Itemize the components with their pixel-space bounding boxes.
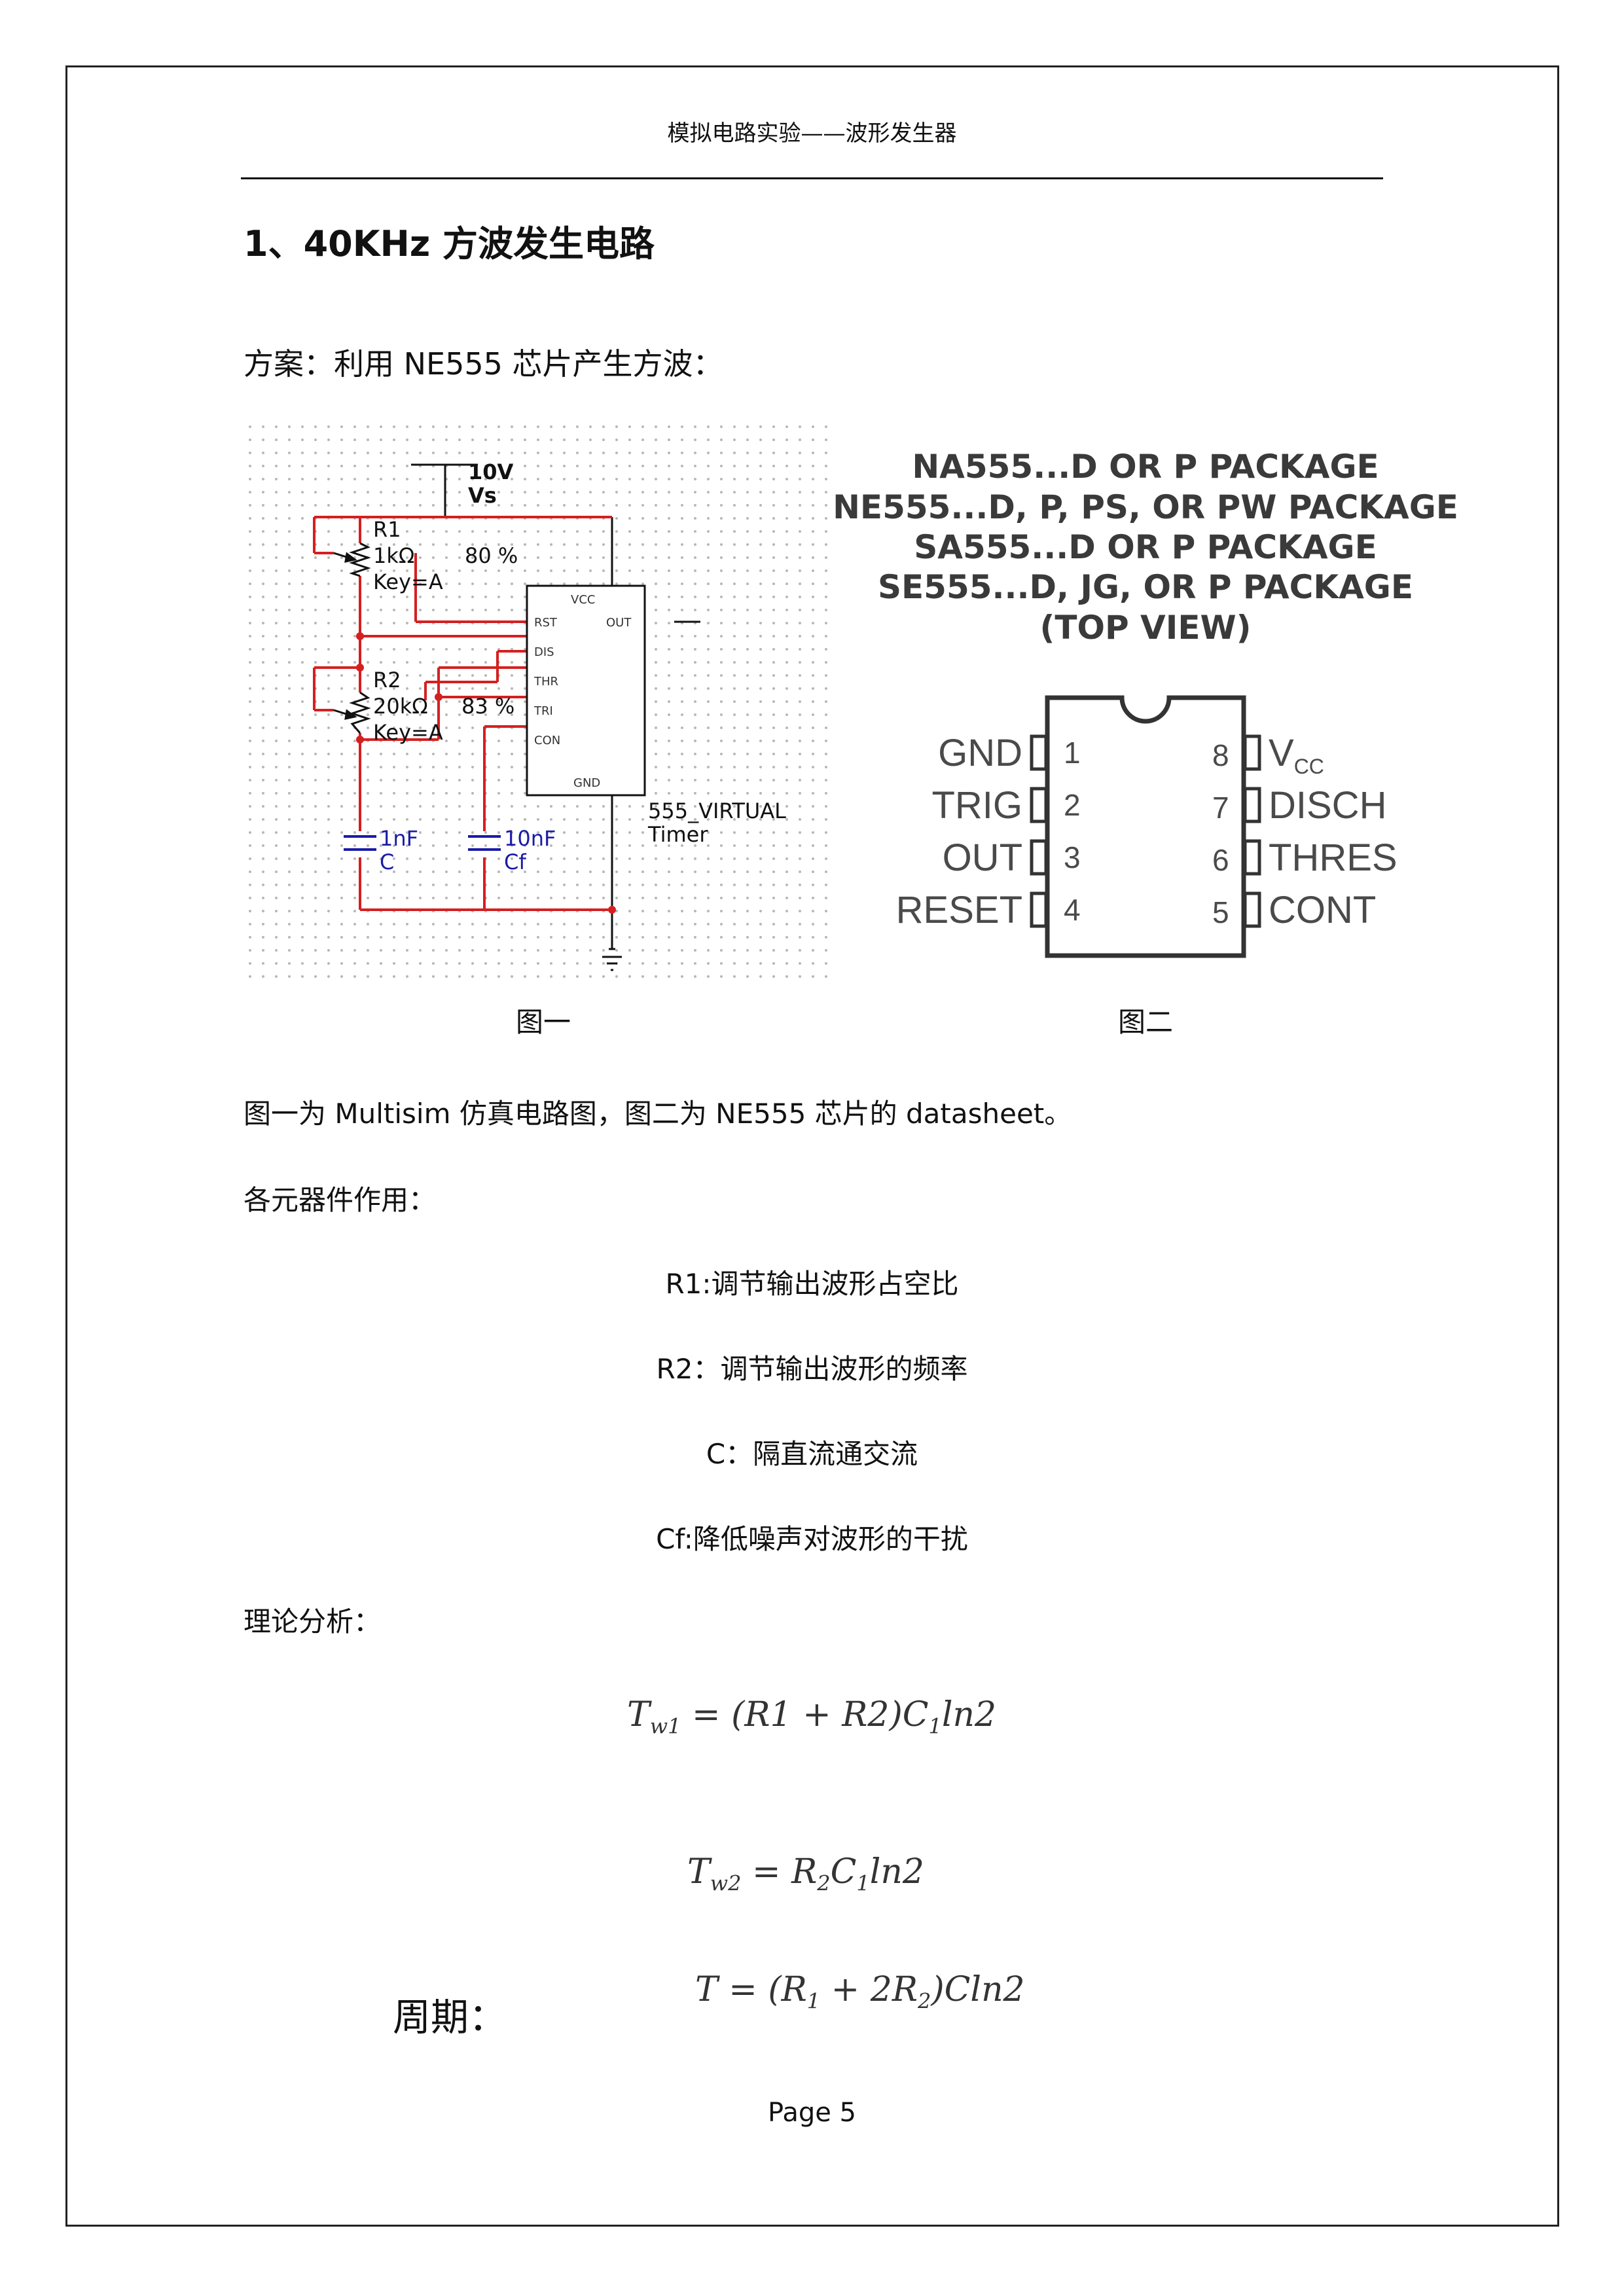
c-name: C [380, 850, 394, 874]
r2-key: Key=A [373, 720, 443, 745]
package-line: NA555...D OR P PACKAGE [912, 448, 1379, 486]
pin-con: CON [534, 734, 560, 747]
analysis-heading: 理论分析： [244, 1605, 382, 1638]
pin-name-thres: THRES [1269, 836, 1398, 879]
timer-type: Timer [647, 822, 708, 847]
pin-num-1: 1 [1064, 736, 1081, 770]
capacitors [344, 835, 501, 851]
package-line: (TOP VIEW) [1040, 609, 1252, 647]
r2-name: R2 [373, 668, 401, 692]
pin-tri: TRI [533, 704, 553, 718]
scheme-text: 方案：利用 NE555 芯片产生方波： [244, 346, 723, 382]
r2-value: 20kΩ [373, 694, 428, 719]
pin-num-6: 6 [1212, 843, 1229, 877]
figure1-caption: 图一 [515, 1006, 571, 1038]
red-wires [313, 516, 612, 911]
component-r1: R1:调节输出波形占空比 [665, 1268, 959, 1300]
pin-name-reset: RESET [896, 889, 1022, 931]
pin-num-4: 4 [1064, 893, 1081, 927]
pin-name-gnd: GND [938, 732, 1022, 774]
r1-value: 1kΩ [373, 543, 414, 568]
left-pins: GND TRIG OUT RESET 1 2 3 4 [896, 732, 1081, 931]
period-label: 周期： [393, 1995, 507, 2039]
pin-name-disch: DISCH [1269, 784, 1386, 827]
r1-key: Key=A [373, 569, 443, 594]
component-c: C：隔直流通交流 [706, 1438, 918, 1470]
components-heading: 各元器件作用： [244, 1184, 437, 1216]
pin-gnd: GND [573, 776, 600, 790]
junctions [356, 632, 616, 914]
description-text: 图一为 Multisim 仿真电路图，图二为 NE555 芯片的 datashe… [244, 1098, 1072, 1130]
pin-dis: DIS [534, 645, 554, 659]
chip-body [1045, 695, 1246, 958]
header-rule [241, 177, 1383, 179]
pin-num-8: 8 [1212, 738, 1229, 772]
section-title: 1、40KHz 方波发生电路 [244, 223, 655, 264]
r1-percent: 80 % [465, 543, 518, 568]
pin-num-2: 2 [1064, 788, 1081, 822]
timer-555-box [526, 584, 646, 797]
package-line: SA555...D OR P PACKAGE [914, 528, 1377, 566]
c-value: 1nF [380, 826, 418, 851]
r2-percent: 83 % [461, 694, 514, 719]
component-r2: R2：调节输出波形的频率 [656, 1353, 968, 1385]
formula-tw2: Tw2 = R2C1ln2 [687, 1852, 924, 1896]
capacitor-labels: 1nF C 10nF Cf [380, 826, 556, 874]
pin-out: OUT [606, 616, 632, 630]
black-wires [411, 463, 700, 971]
page-header: 模拟电路实验——波形发生器 [667, 120, 957, 147]
pin-name-trig: TRIG [931, 784, 1022, 827]
formula-tw1: Tw1 = (R1 + R2)C1ln2 [627, 1695, 997, 1739]
component-cf: Cf:降低噪声对波形的干扰 [656, 1523, 968, 1555]
figure1-schematic: VCC RST OUT DIS THR TRI CON GND 10V Vs R… [249, 425, 831, 978]
pin-name-vcc: VCC [1269, 732, 1324, 778]
package-line: NE555...D, P, PS, OR PW PACKAGE [833, 488, 1458, 526]
page-number: Page 5 [768, 2098, 856, 2128]
pin-rst: RST [534, 616, 558, 630]
right-pins: 8 7 6 5 VCC DISCH THRES CONT [1212, 732, 1398, 931]
pin-name-cont: CONT [1269, 889, 1376, 931]
formula-period: T = (R1 + 2R2)Cln2 [695, 1970, 1025, 2014]
timer-name: 555_VIRTUAL [648, 798, 786, 823]
pin-thr: THR [533, 675, 558, 689]
pin-num-7: 7 [1212, 791, 1229, 825]
package-lines: NA555...D OR P PACKAGE NE555...D, P, PS,… [833, 448, 1458, 647]
pin-tabs [1030, 734, 1261, 928]
pin-num-3: 3 [1064, 840, 1081, 874]
pin-vcc: VCC [571, 593, 595, 607]
package-line: SE555...D, JG, OR P PACKAGE [878, 568, 1413, 606]
vs-name: Vs [468, 483, 497, 508]
component-labels: 10V Vs R1 1kΩ Key=A 80 % R2 20kΩ Key=A 8… [373, 459, 786, 847]
page-border [65, 65, 1559, 2227]
cf-name: Cf [504, 850, 526, 874]
potentiometers [333, 542, 371, 734]
figure2-caption: 图二 [1117, 1006, 1173, 1038]
vs-value: 10V [468, 459, 514, 484]
pin-name-out: OUT [943, 836, 1022, 879]
pin-num-5: 5 [1212, 895, 1229, 929]
r1-name: R1 [373, 517, 401, 542]
timer-pin-labels: VCC RST OUT DIS THR TRI CON GND [533, 593, 632, 790]
figure2-pinout: NA555...D OR P PACKAGE NE555...D, P, PS,… [833, 448, 1458, 958]
cf-value: 10nF [504, 826, 556, 851]
